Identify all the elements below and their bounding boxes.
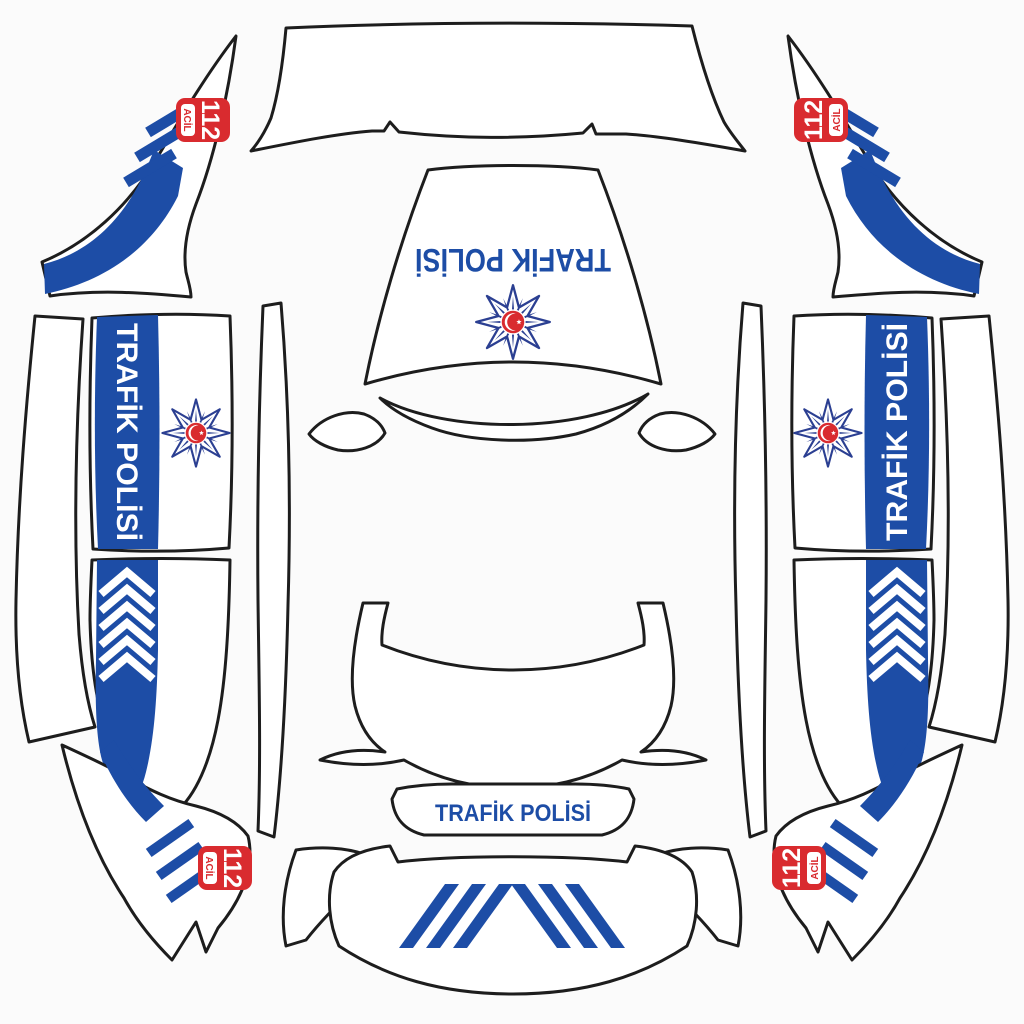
left-door-emblem xyxy=(161,398,231,468)
badge-word: ACİL xyxy=(181,108,194,131)
rocker-bumper-panel xyxy=(328,844,698,996)
badge-112-acil-front-right: 112 ACİL xyxy=(794,98,848,142)
rear-banner-panel xyxy=(390,782,636,837)
headlight-shape-right xyxy=(637,411,717,453)
right-side-panels xyxy=(637,34,1010,962)
rear-banner-text: TRAFİK POLİSİ xyxy=(435,800,591,827)
badge-word: ACİL xyxy=(830,108,843,131)
headlight-shape-left xyxy=(307,411,387,453)
outer-pillar-strip-right xyxy=(927,314,1010,744)
outer-pillar-strip-left xyxy=(14,314,97,744)
badge-word: ACİL xyxy=(808,856,821,879)
badge-pill xyxy=(203,852,217,884)
left-side-panels xyxy=(14,34,387,962)
badge-112-acil-rear-left: 112 ACİL xyxy=(198,846,252,890)
text-decals: TRAFİK POLİSİ TRAFİK POLİSİ TRAFİK POLİS… xyxy=(110,242,914,827)
hood-panel xyxy=(363,164,663,386)
inner-pillar-strip-left xyxy=(256,301,291,839)
badge-112-acil-front-left: 112 ACİL xyxy=(176,98,230,142)
badge-number: 112 xyxy=(778,848,806,888)
cowl-panel xyxy=(378,392,650,442)
badge-number: 112 xyxy=(218,848,246,888)
badge-pill xyxy=(181,104,195,136)
left-door-text: TRAFİK POLİSİ xyxy=(110,323,143,541)
right-door-text: TRAFİK POLİSİ xyxy=(881,323,914,541)
roof-bumper-panel-top xyxy=(249,21,747,153)
badge-pill xyxy=(807,852,821,884)
badge-number: 112 xyxy=(800,100,828,140)
front-bumper-panel xyxy=(318,601,708,790)
right-door-emblem xyxy=(793,398,863,468)
badge-112-acil-rear-right: 112 ACİL xyxy=(772,846,826,890)
center-panels xyxy=(249,21,747,996)
badge-decals: 112 ACİL 112 ACİL 112 ACİL 112 ACİL xyxy=(176,98,848,890)
badge-word: ACİL xyxy=(203,856,216,879)
hood-text: TRAFİK POLİSİ xyxy=(415,242,611,278)
inner-pillar-strip-right xyxy=(733,301,768,839)
hood-emblem xyxy=(475,284,551,360)
badge-pill xyxy=(829,104,843,136)
badge-number: 112 xyxy=(196,100,224,140)
